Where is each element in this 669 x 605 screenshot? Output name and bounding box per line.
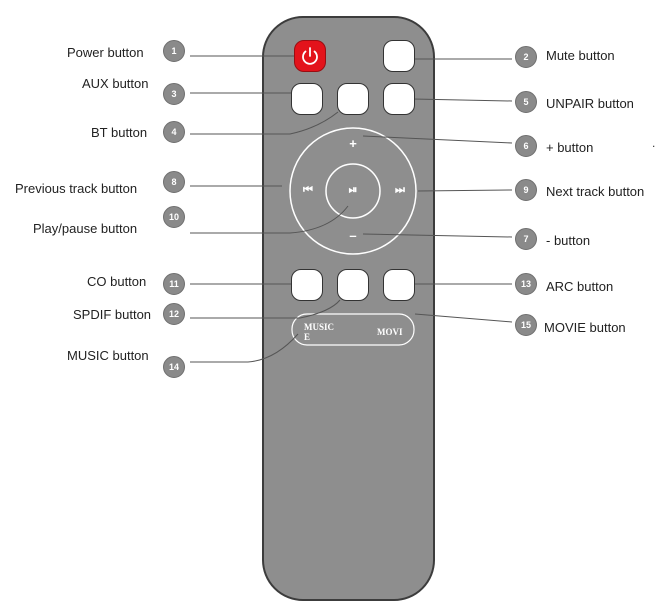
badge-13: 13 xyxy=(515,273,537,295)
label-aux: AUX button xyxy=(82,76,149,91)
callout-line-playpause xyxy=(190,205,349,234)
callout-line-plus xyxy=(362,135,513,144)
label-music: MUSIC button xyxy=(67,348,149,363)
badge-12: 12 xyxy=(163,303,185,325)
label-spdif: SPDIF button xyxy=(73,307,152,322)
callout-line-unpair xyxy=(412,98,513,102)
co-button[interactable] xyxy=(291,269,323,301)
music-movie-pill xyxy=(291,313,415,346)
music-button[interactable]: MUSIC E xyxy=(304,322,334,342)
spdif-button[interactable] xyxy=(337,269,369,301)
badge-3: 3 xyxy=(163,83,185,105)
label-movie: MOVIE button xyxy=(544,320,626,335)
label-co: CO button xyxy=(87,274,147,289)
aux-button[interactable] xyxy=(291,83,323,115)
next-track-icon[interactable]: ⏭ xyxy=(395,184,405,196)
mute-button[interactable] xyxy=(383,40,415,72)
previous-track-icon[interactable]: ⏮ xyxy=(303,184,313,196)
badge-5: 5 xyxy=(515,91,537,113)
badge-10: 10 xyxy=(163,206,185,228)
movie-button[interactable]: MOVI xyxy=(377,327,403,337)
label-power: Power button xyxy=(67,45,144,60)
badge-7: 7 xyxy=(515,228,537,250)
badge-1: 1 xyxy=(163,40,185,62)
badge-4: 4 xyxy=(163,121,185,143)
plus-button[interactable]: + xyxy=(349,136,357,151)
stray-dot: . xyxy=(652,136,656,150)
music-text-line1: MUSIC xyxy=(304,322,335,332)
label-unpair: UNPAIR button xyxy=(546,96,634,111)
arc-button[interactable] xyxy=(383,269,415,301)
callout-line-spdif xyxy=(190,299,341,319)
label-minus: - button xyxy=(546,233,591,248)
unpair-button[interactable] xyxy=(383,83,415,115)
label-next: Next track button xyxy=(546,184,645,199)
label-playpause: Play/pause button xyxy=(33,221,138,236)
badge-9: 9 xyxy=(515,179,537,201)
minus-button[interactable]: – xyxy=(349,228,357,243)
label-mute: Mute button xyxy=(546,48,615,63)
play-pause-icon[interactable]: ⏯ xyxy=(348,184,358,196)
label-arc: ARC button xyxy=(546,279,614,294)
play-pause-ring xyxy=(325,163,381,219)
label-bt: BT button xyxy=(91,125,148,140)
music-text-line2: E xyxy=(304,332,311,342)
badge-8: 8 xyxy=(163,171,185,193)
label-plus: + button xyxy=(546,140,594,155)
badge-6: 6 xyxy=(515,135,537,157)
callout-line-bt xyxy=(190,111,339,135)
power-icon xyxy=(302,47,318,65)
callout-line-minus xyxy=(362,233,513,238)
callout-line-music xyxy=(190,333,299,363)
label-previous: Previous track button xyxy=(15,181,138,196)
badge-2: 2 xyxy=(515,46,537,68)
bt-button[interactable] xyxy=(337,83,369,115)
callout-line-next xyxy=(417,189,513,192)
callout-line-movie xyxy=(414,313,513,323)
badge-14: 14 xyxy=(163,356,185,378)
badge-11: 11 xyxy=(163,273,185,295)
badge-15: 15 xyxy=(515,314,537,336)
